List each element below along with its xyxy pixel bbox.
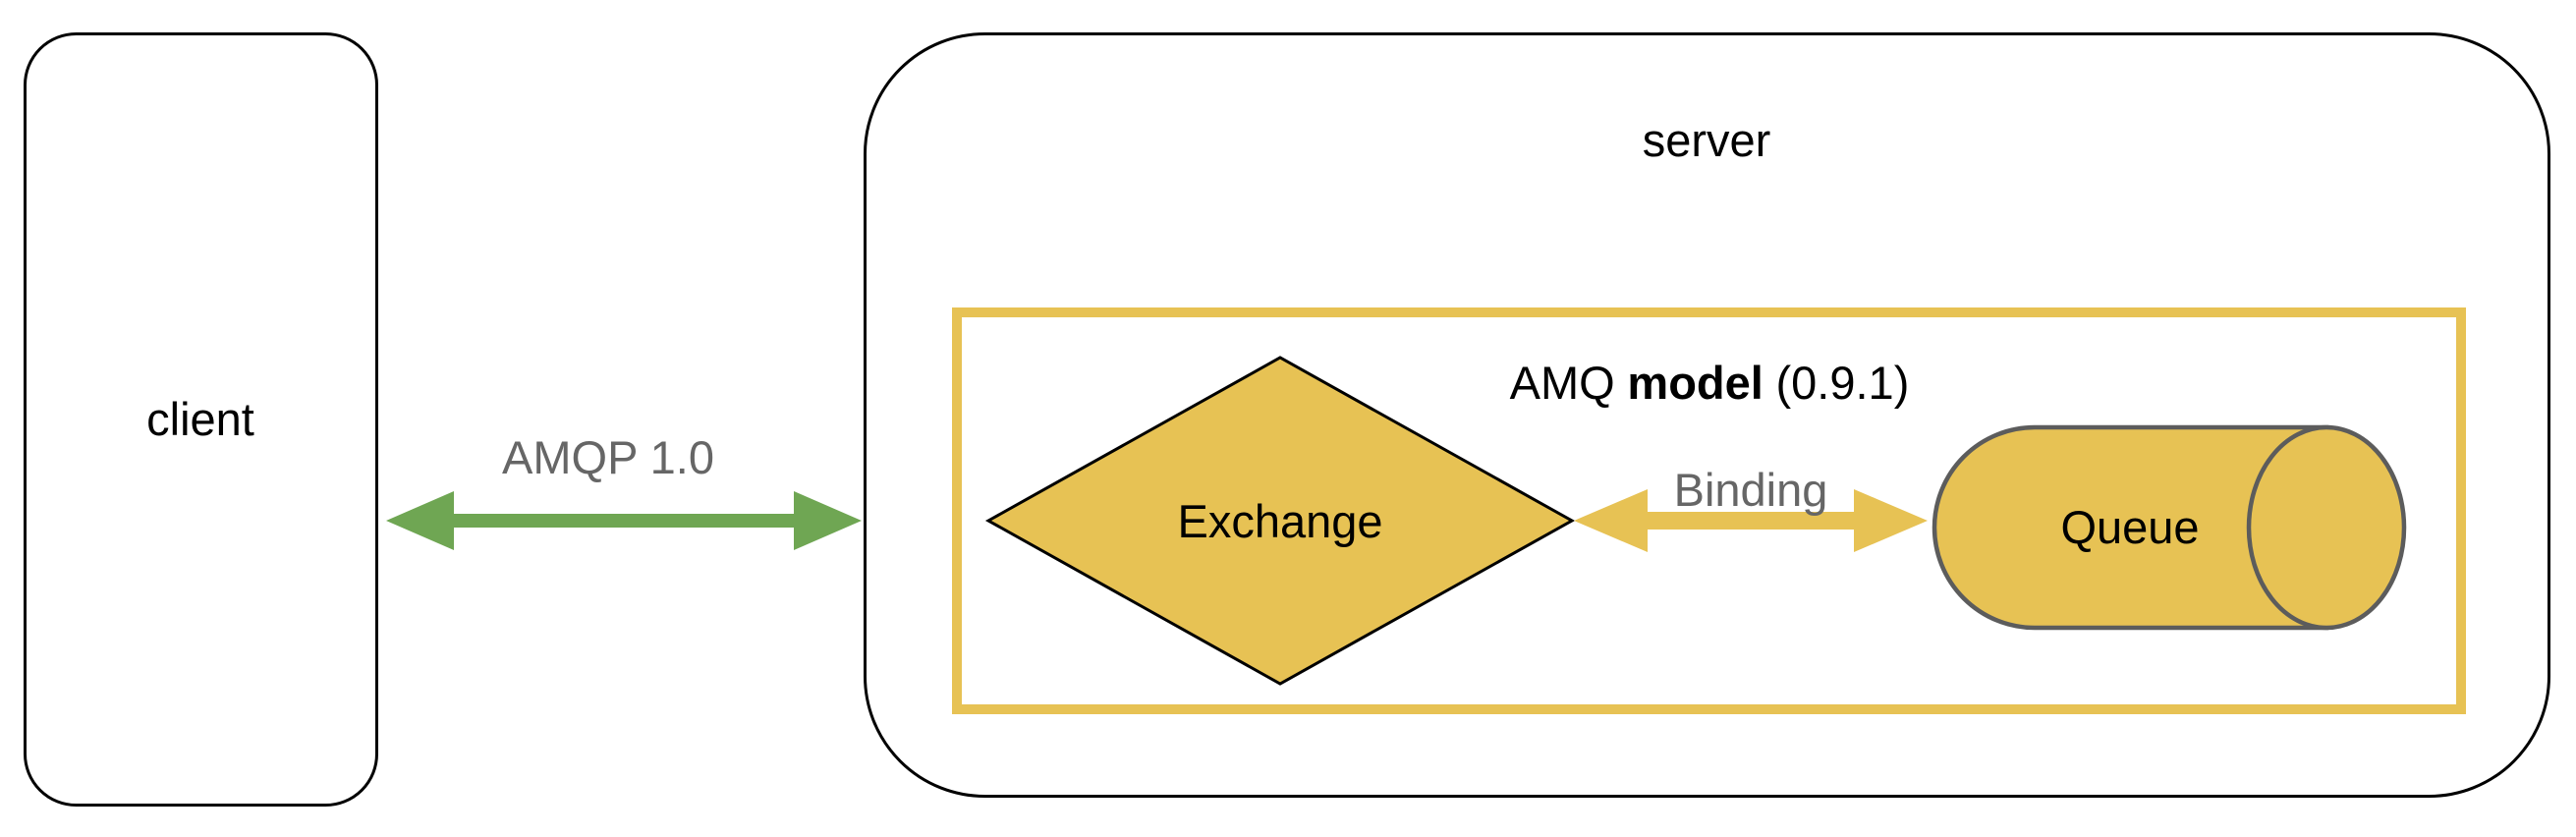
- queue-cylinder-body: [1932, 424, 2329, 631]
- client-box: [24, 32, 378, 807]
- amq-model-frame: [952, 307, 2466, 714]
- amqp-double-arrow-icon: [386, 491, 862, 550]
- binding-double-arrow-icon: [1574, 489, 1928, 552]
- server-box: [864, 32, 2550, 798]
- amq-model-title-prefix: AMQ: [1509, 357, 1615, 410]
- exchange-diamond: [984, 356, 1576, 686]
- server-label: server: [1642, 114, 1771, 167]
- queue-label: Queue: [2060, 501, 2200, 554]
- amqp-connection-label: AMQP 1.0: [502, 431, 714, 484]
- exchange-label: Exchange: [1177, 495, 1383, 548]
- amq-model-title: AMQ model (0.9.1): [1510, 358, 1910, 409]
- amq-model-title-bold: model: [1627, 357, 1764, 410]
- queue-cylinder-cap: [2246, 424, 2407, 631]
- amq-model-title-suffix: (0.9.1): [1775, 357, 1910, 410]
- client-label: client: [146, 393, 254, 446]
- binding-label: Binding: [1673, 464, 1828, 517]
